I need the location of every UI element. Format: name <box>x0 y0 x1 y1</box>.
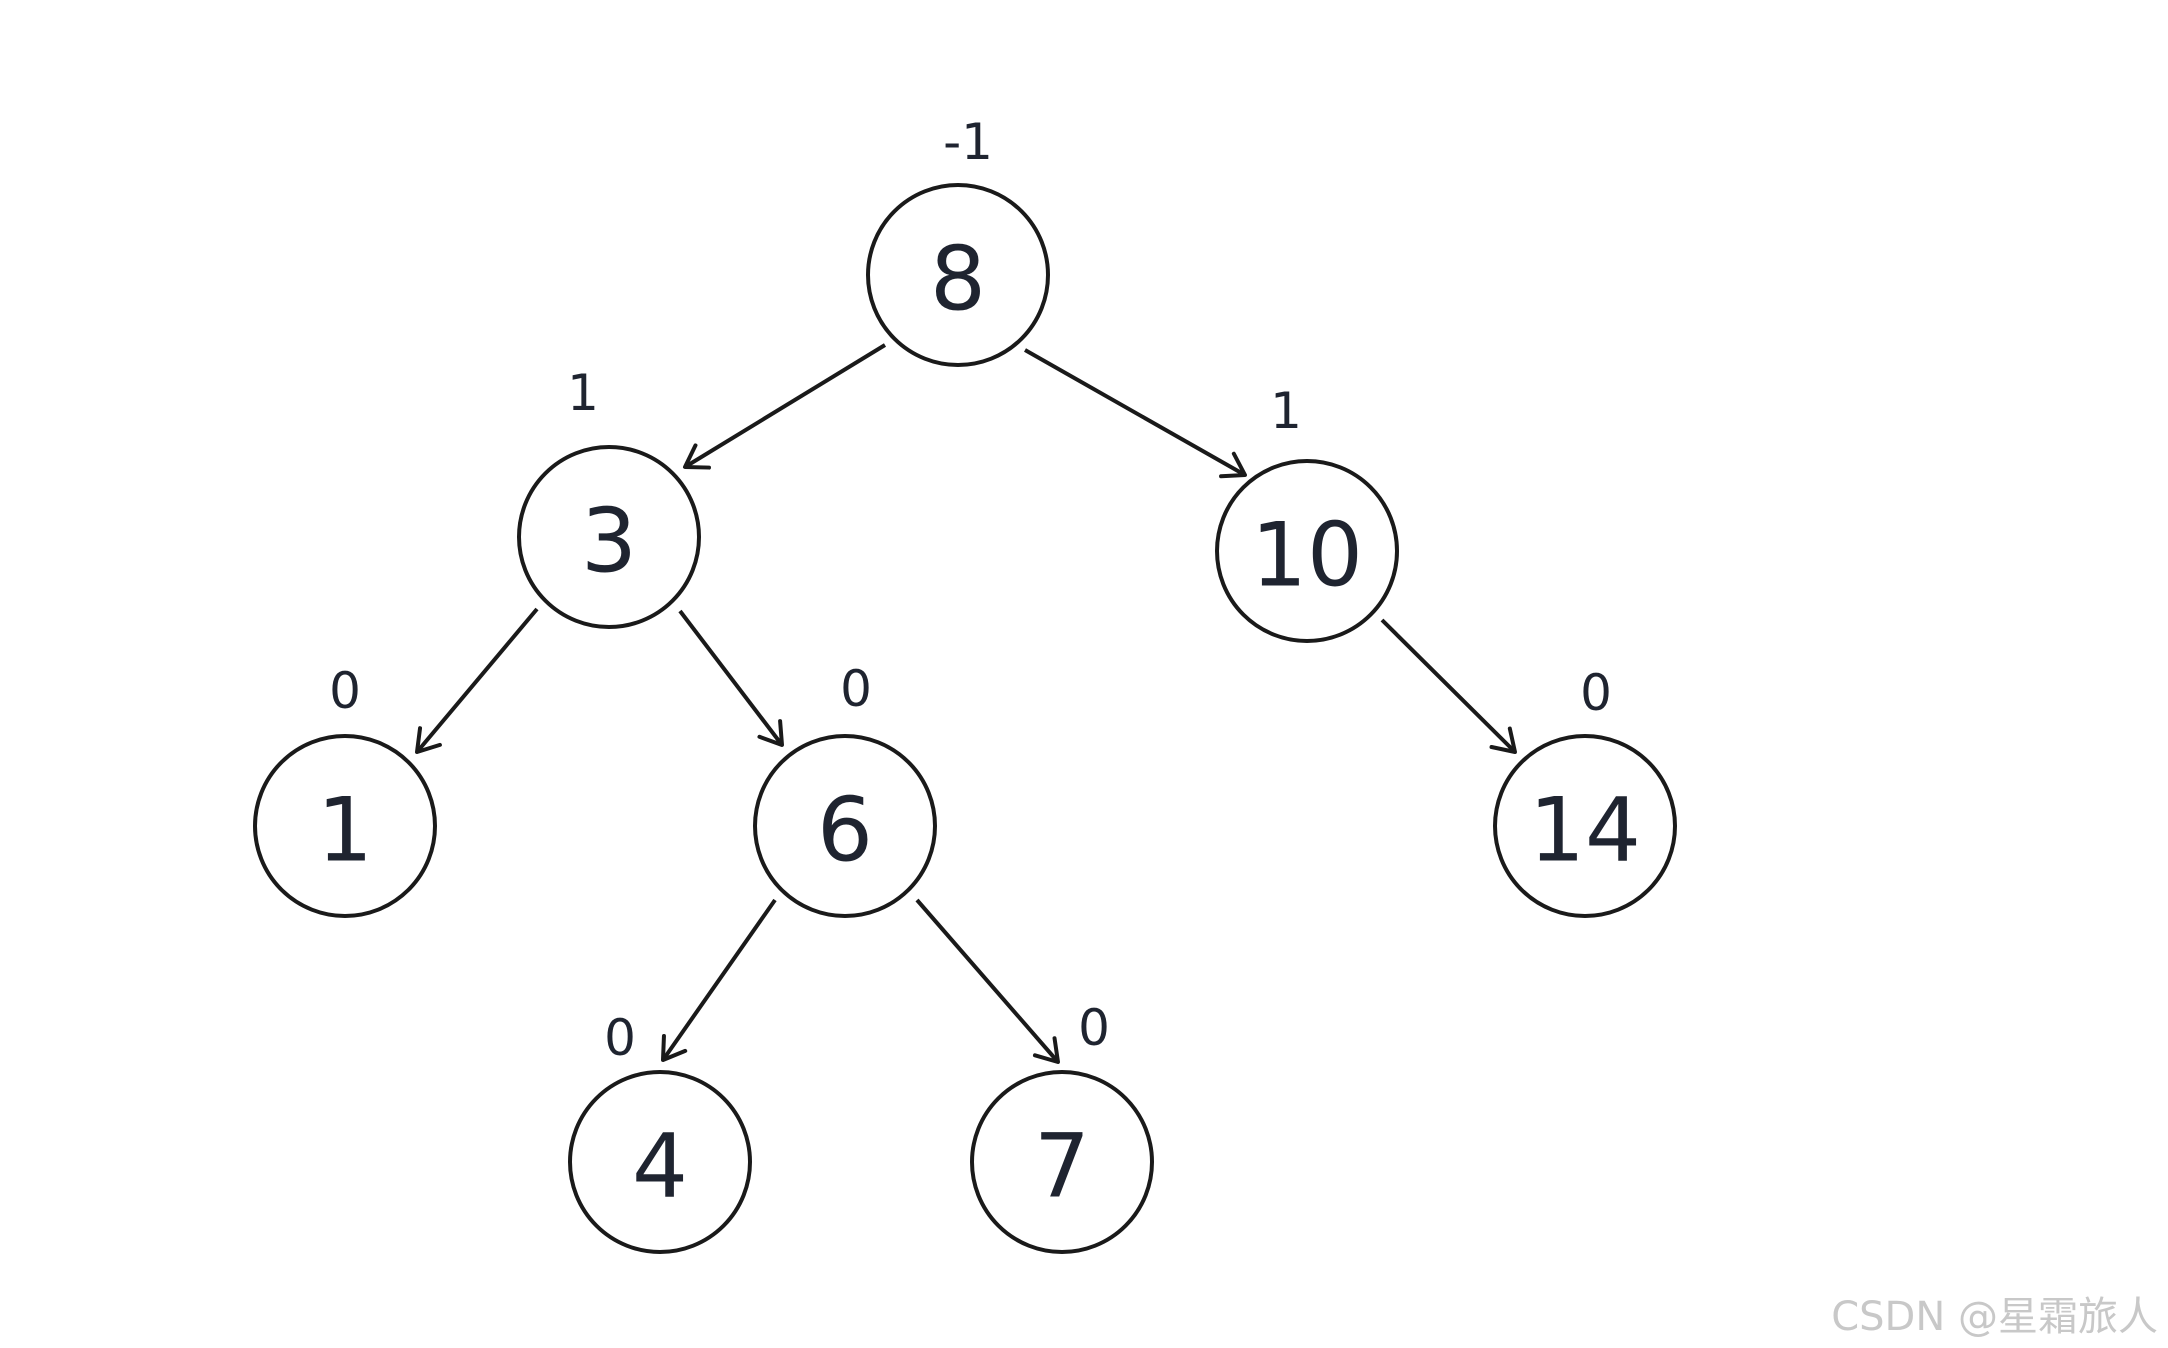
node-circle <box>568 1070 752 1254</box>
arrow-head-icon <box>661 1034 688 1062</box>
edge-line <box>915 898 1060 1064</box>
tree-node-10: 10 <box>1215 459 1399 643</box>
edge-line <box>683 343 887 469</box>
node-circle <box>253 734 437 918</box>
arrow-head-icon <box>757 719 784 747</box>
tree-node-4: 4 <box>568 1070 752 1254</box>
balance-factor-label-6: 0 <box>840 660 872 718</box>
balance-factor-label-3: 1 <box>567 364 599 422</box>
arrow-head-icon <box>1489 726 1517 754</box>
edge-n8-to-n10 <box>1024 348 1247 479</box>
node-value: 8 <box>930 228 986 331</box>
tree-node-3: 3 <box>517 445 701 629</box>
balance-factor-label-8: -1 <box>943 113 993 171</box>
balance-factor-label-7: 0 <box>1078 999 1110 1057</box>
edge-n3-to-n6 <box>678 609 784 747</box>
tree-node-1: 1 <box>253 734 437 918</box>
edge-n6-to-n4 <box>661 898 777 1062</box>
node-value: 14 <box>1529 779 1641 882</box>
edge-n8-to-n3 <box>683 343 887 470</box>
tree-node-7: 7 <box>970 1070 1154 1254</box>
node-value: 1 <box>317 779 373 882</box>
balance-factor-label-14: 0 <box>1580 664 1612 722</box>
edge-line <box>1380 618 1517 754</box>
arrow-head-icon <box>1032 1036 1060 1064</box>
node-value: 3 <box>581 490 637 593</box>
balance-factor-label-1: 0 <box>329 662 361 720</box>
edge-n3-to-n1 <box>415 607 539 754</box>
balance-factor-label-10: 1 <box>1270 382 1302 440</box>
arrow-head-icon <box>415 726 442 754</box>
arrow-head-icon <box>683 443 711 470</box>
watermark-text: CSDN @星霜旅人 <box>1831 1294 2158 1340</box>
node-circle <box>1493 734 1677 918</box>
edge-line <box>1024 348 1246 477</box>
node-circle <box>517 445 701 629</box>
edges-layer <box>415 343 1517 1064</box>
edge-n10-to-n14 <box>1380 618 1517 754</box>
node-value: 4 <box>632 1115 688 1218</box>
node-circle <box>866 183 1050 367</box>
node-value: 7 <box>1034 1115 1090 1218</box>
tree-node-6: 6 <box>753 734 937 918</box>
arrow-head-icon <box>1219 451 1247 479</box>
node-circle <box>1215 459 1399 643</box>
edge-n6-to-n7 <box>915 898 1060 1064</box>
node-circle <box>753 734 937 918</box>
node-circle <box>970 1070 1154 1254</box>
edge-line <box>678 609 784 747</box>
edge-line <box>415 607 539 754</box>
balance-factor-label-4: 0 <box>604 1009 636 1067</box>
tree-node-14: 14 <box>1493 734 1677 918</box>
node-value: 6 <box>817 779 873 882</box>
tree-node-8: 8 <box>866 183 1050 367</box>
edge-line <box>661 898 777 1062</box>
node-value: 10 <box>1251 504 1363 607</box>
